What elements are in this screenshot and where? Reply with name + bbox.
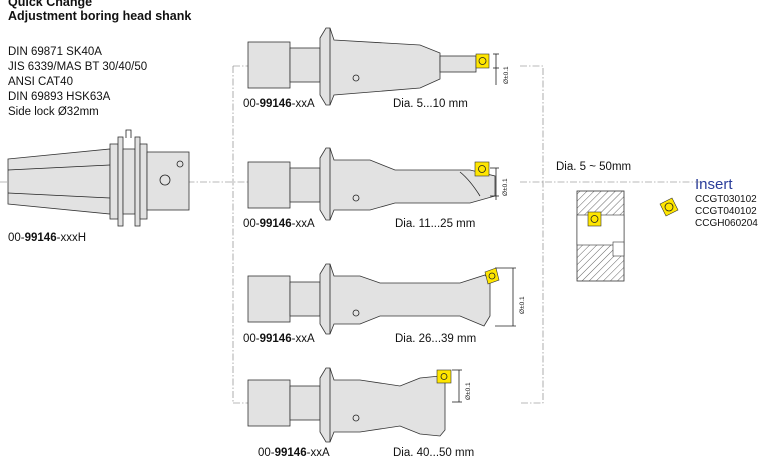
tolerance-labels: Ø±0.1 Ø±0.1 Ø±0.1 Ø±0.1 xyxy=(465,66,526,400)
tolerance-label-1: Ø±0.1 xyxy=(503,66,510,84)
boring-head-2-drawing xyxy=(247,147,499,221)
cross-section-drawing xyxy=(576,190,625,282)
insert-code-3: CCGH060204 xyxy=(695,218,758,229)
boring-head-3-drawing xyxy=(247,263,516,335)
head-4-part-number: 00-99146-xxA xyxy=(258,447,330,459)
standard-4: DIN 69893 HSK63A xyxy=(8,91,111,103)
standard-1: DIN 69871 SK40A xyxy=(8,46,102,58)
title-line-1: Quick Change xyxy=(8,0,93,9)
boring-head-4-drawing xyxy=(247,367,462,443)
head-4-diameter: Dia. 40...50 mm xyxy=(393,447,475,459)
insert-code-2: CCGT040102 xyxy=(695,206,757,217)
head-3-diameter: Dia. 26...39 mm xyxy=(395,333,477,345)
boring-head-1-drawing xyxy=(247,27,499,106)
shank-part-number: 00-99146-xxxH xyxy=(8,232,86,244)
range-label: Dia. 5 ~ 50mm xyxy=(556,161,632,173)
standard-3: ANSI CAT40 xyxy=(8,76,73,88)
shank-drawing xyxy=(7,129,190,227)
head-3-part-number: 00-99146-xxA xyxy=(243,333,315,345)
head-2-part-number: 00-99146-xxA xyxy=(243,218,315,230)
head-2-diameter: Dia. 11...25 mm xyxy=(395,218,476,230)
head-1-part-number: 00-99146-xxA xyxy=(243,98,315,110)
insert-icon xyxy=(659,197,679,217)
head-1-diameter: Dia. 5...10 mm xyxy=(393,98,468,110)
title-line-2: Adjustment boring head shank xyxy=(8,9,192,23)
tolerance-label-2: Ø±0.1 xyxy=(502,178,509,196)
tolerance-label-3: Ø±0.1 xyxy=(519,296,526,314)
insert-code-1: CCGT030102 xyxy=(695,194,757,205)
standard-2: JIS 6339/MAS BT 30/40/50 xyxy=(8,61,148,73)
standard-5: Side lock Ø32mm xyxy=(8,106,99,118)
tolerance-label-4: Ø±0.1 xyxy=(465,382,472,400)
insert-title: Insert xyxy=(695,176,733,193)
